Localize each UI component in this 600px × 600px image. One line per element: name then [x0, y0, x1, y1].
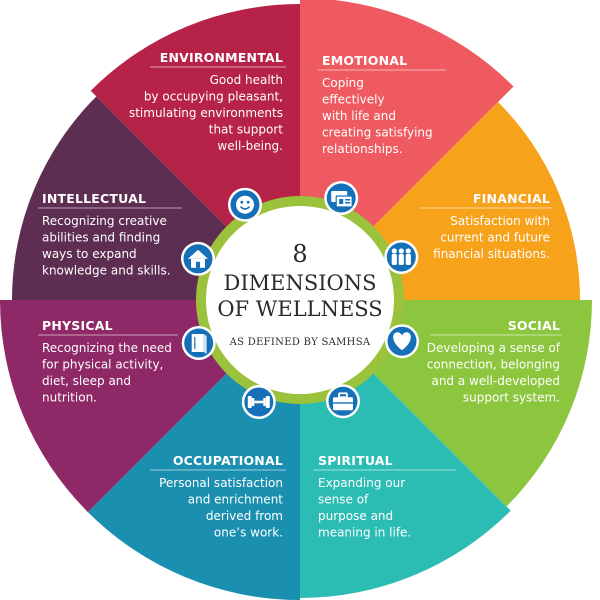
house-icon [181, 241, 215, 276]
book-icon [181, 326, 216, 360]
segment-title-spiritual: SPIRITUAL [318, 453, 393, 468]
segment-title-occupational: OCCUPATIONAL [173, 453, 283, 468]
heart-icon [385, 324, 419, 359]
segment-title-intellectual: INTELLECTUAL [42, 191, 146, 206]
dumbbell-icon [241, 385, 276, 419]
center-subtitle: AS DEFINED BY SAMHSA [229, 337, 371, 348]
segment-title-emotional: EMOTIONAL [322, 53, 407, 68]
segment-title-physical: PHYSICAL [42, 318, 113, 333]
segment-title-social: SOCIAL [508, 318, 560, 333]
icons-layer [181, 181, 419, 419]
smiley-icon [228, 187, 262, 222]
center-title-line1: DIMENSIONS [224, 271, 377, 295]
center-title-line2: OF WELLNESS [217, 297, 382, 321]
people-icon [384, 240, 419, 274]
money-icon [324, 181, 359, 215]
segment-title-environmental: ENVIRONMENTAL [160, 50, 283, 65]
center-disc [206, 206, 394, 394]
segment-title-financial: FINANCIAL [473, 191, 550, 206]
briefcase-icon [326, 384, 360, 419]
center-number: 8 [292, 240, 307, 268]
